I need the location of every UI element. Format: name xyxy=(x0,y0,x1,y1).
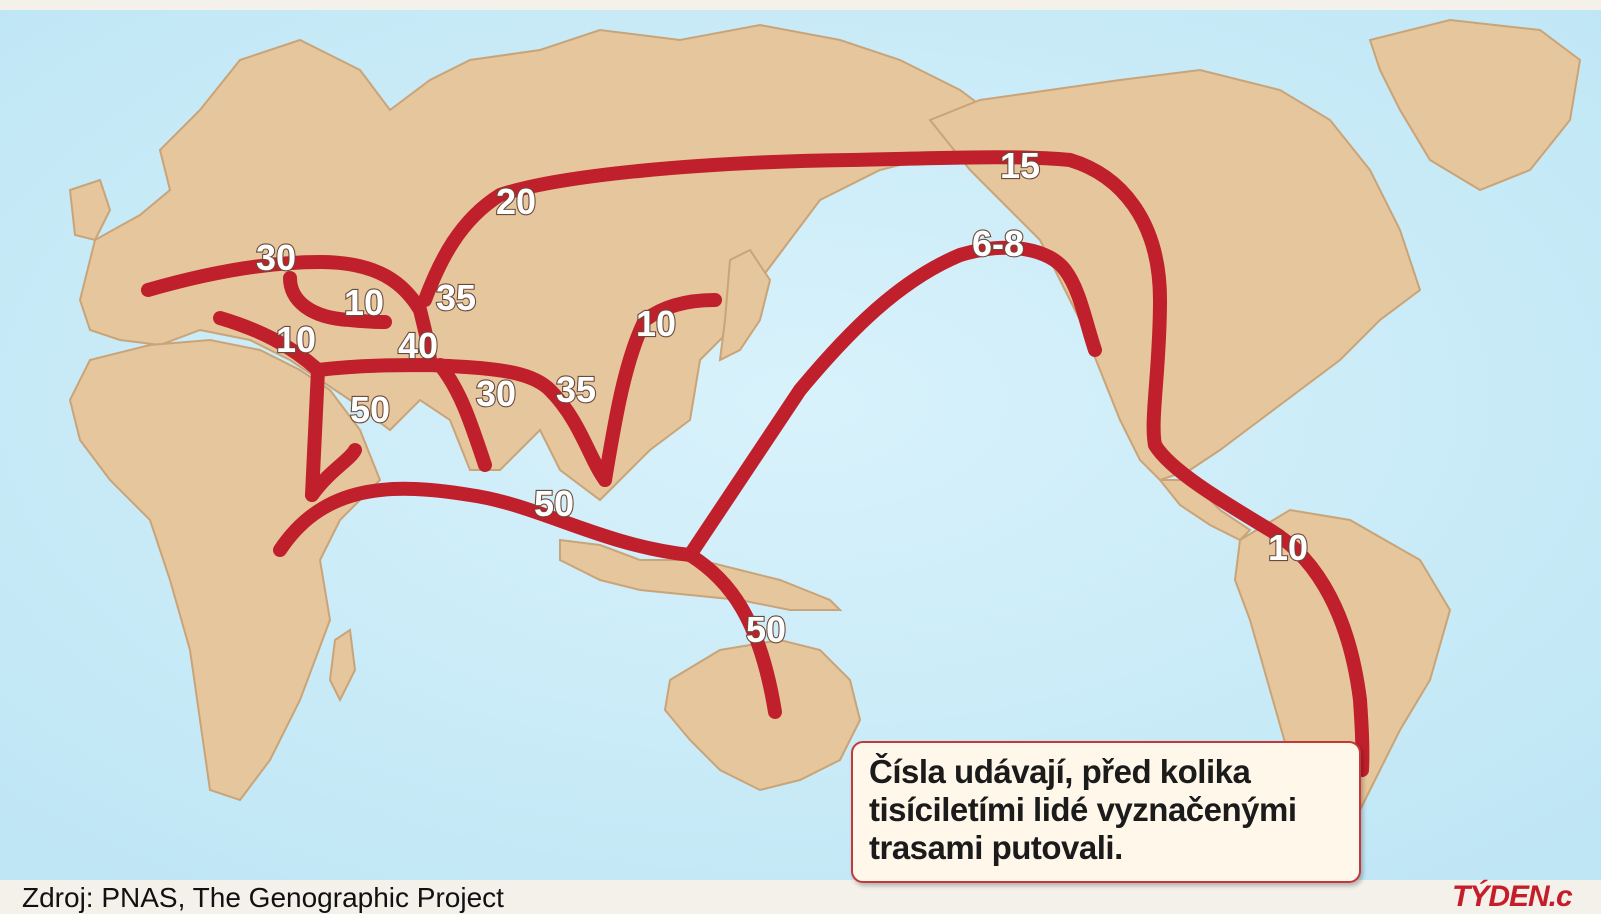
migration-routes xyxy=(141,150,1370,777)
route-india xyxy=(433,358,492,472)
route-americas xyxy=(1148,438,1370,777)
legend-line-3: trasami putovali. xyxy=(869,829,1123,866)
route-pacific xyxy=(683,240,1102,562)
route-label: 50 xyxy=(534,483,574,524)
british-isles xyxy=(68,178,112,242)
legend-box: Čísla udávají, před kolika tisíciletími … xyxy=(851,741,1361,883)
north-america xyxy=(928,68,1422,482)
route-label: 15 xyxy=(1000,145,1040,186)
route-east-africa-branch xyxy=(305,443,362,502)
route-label: 10 xyxy=(276,319,316,360)
greenland xyxy=(1368,18,1582,192)
route-label: 30 xyxy=(476,373,516,414)
eurasia xyxy=(78,23,1002,502)
route-label: 10 xyxy=(1268,527,1308,568)
legend-line-2: tisíciletími lidé vyznačenými xyxy=(869,791,1297,828)
route-europe-loop xyxy=(283,271,392,329)
route-label: 10 xyxy=(636,303,676,344)
route-label: 35 xyxy=(556,369,596,410)
route-mediterranean xyxy=(213,311,325,377)
route-label: 30 xyxy=(256,237,296,278)
brand-logo: TÝDEN.c xyxy=(1452,880,1573,913)
source-credit: Zdroj: PNAS, The Genographic Project xyxy=(22,882,504,913)
route-china xyxy=(598,293,722,487)
route-middle-east xyxy=(311,358,612,487)
route-label: 50 xyxy=(350,389,390,430)
route-label: 6-8 xyxy=(972,223,1024,264)
route-southern-coastal xyxy=(273,481,782,719)
indonesia xyxy=(559,538,843,611)
australia xyxy=(663,638,862,792)
route-label: 20 xyxy=(496,181,536,222)
route-siberia xyxy=(418,150,1167,452)
legend-line-1: Čísla udávají, před kolika xyxy=(869,753,1251,790)
africa xyxy=(68,338,382,802)
route-label: 35 xyxy=(436,277,476,318)
route-label: 40 xyxy=(398,325,438,366)
madagascar xyxy=(328,628,357,703)
route-europe xyxy=(141,255,437,372)
route-label: 10 xyxy=(344,282,384,323)
route-africa-north xyxy=(305,363,325,502)
route-labels: 30 10 35 20 15 6-8 10 40 10 50 30 35 50 … xyxy=(255,144,1309,651)
japan xyxy=(718,248,772,362)
route-label: 50 xyxy=(746,609,786,650)
